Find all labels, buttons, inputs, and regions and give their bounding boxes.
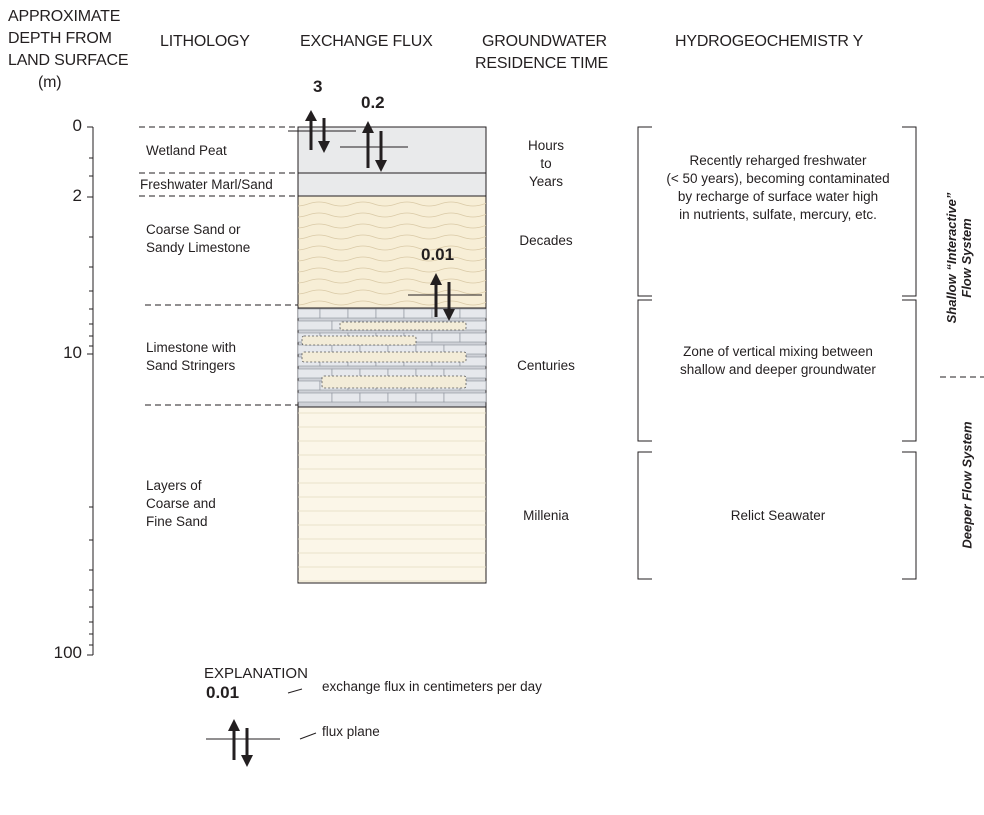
lith-freshwater-marl: Freshwater Marl/Sand [140,177,273,192]
lith-fine-line2: Coarse and [146,496,216,511]
flux-symbol-3 [288,110,356,153]
depth-label-2: 2 [72,186,82,205]
lith-fine-sand: Layers of Coarse and Fine Sand [146,477,216,531]
lithology-boundaries [139,126,298,406]
hydro-relict-seawater: Relict Seawater [730,508,826,523]
flow-shallow-line2: Flow System [959,218,974,298]
hydro-recent-freshwater: Recently reharged freshwater (< 50 years… [640,152,916,224]
lith-coarse-line1: Coarse Sand or [146,222,241,237]
residence-years: Years [528,174,564,189]
flux-value-3: 3 [313,77,323,96]
residence-hours: Hours [527,138,564,153]
lith-fine-line3: Fine Sand [146,514,208,529]
header-depth-line3: LAND SURFACE [8,52,129,69]
depth-label-10: 10 [63,343,82,362]
lith-coarse-sand: Coarse Sand or Sandy Limestone [146,221,250,257]
header-depth: APPROXIMATE DEPTH FROM LAND SURFACE (m) [8,6,128,94]
lith-fine-line1: Layers of [146,478,202,493]
hydro-recent-line4: in nutrients, sulfate, mercury, etc. [679,207,877,222]
hydro-recent-line2: (< 50 years), becoming contaminated [666,171,890,186]
hydro-brackets [637,126,917,580]
explanation-flux-value: 0.01 [206,683,240,702]
layer-limestone [297,307,487,408]
header-depth-line1: APPROXIMATE [8,8,121,25]
lith-limestone: Limestone with Sand Stringers [146,339,236,375]
depth-label-0: 0 [72,116,82,135]
residence-to: to [540,156,552,171]
layer-freshwater-marl [297,172,487,197]
explanation-plane-desc: flux plane [322,724,380,739]
sand-stringers [301,321,467,389]
header-residence-time: GROUNDWATER RESIDENCE TIME [475,31,608,75]
hydro-recent-line3: by recharge of surface water high [677,189,879,204]
lithology-column [297,126,487,584]
depth-axis [87,126,94,656]
flow-system-deeper: Deeper Flow System [959,421,975,549]
residence-hours-to-years: Hours to Years [506,137,586,191]
residence-decades: Decades [519,233,573,248]
explanation-flux-desc: exchange flux in centimeters per day [322,679,542,694]
explanation-symbols [206,688,317,767]
flux-symbol-0-01 [408,273,482,321]
lith-limestone-line1: Limestone with [146,340,237,355]
header-exchange-flux: EXCHANGE FLUX [300,33,433,50]
residence-centuries: Centuries [517,358,575,373]
flow-shallow-line1: Shallow “Interactive” [944,192,959,324]
flux-symbol-0-2 [340,121,408,172]
lith-limestone-line2: Sand Stringers [146,358,236,373]
lith-coarse-line2: Sandy Limestone [146,240,251,255]
residence-millenia: Millenia [523,508,569,523]
header-residence-line2: RESIDENCE TIME [475,55,608,72]
hydro-mixing-line1: Zone of vertical mixing between [683,344,873,359]
explanation-title: EXPLANATION [204,665,308,682]
depth-label-100: 100 [53,643,82,662]
header-depth-line2: DEPTH FROM [8,30,112,47]
flux-value-0-2: 0.2 [361,93,385,112]
hydro-vertical-mixing: Zone of vertical mixing between shallow … [640,343,916,379]
lith-wetland-peat: Wetland Peat [146,143,227,158]
header-lithology: LITHOLOGY [160,33,250,50]
flux-value-0-01: 0.01 [421,245,455,264]
hydro-mixing-line2: shallow and deeper groundwater [680,362,876,377]
flow-system-shallow: Shallow “Interactive” Flow System [944,193,974,324]
header-depth-unit: (m) [38,74,62,91]
layer-wetland-peat [297,126,487,174]
header-residence-line1: GROUNDWATER [482,33,607,50]
hydro-recent-line1: Recently reharged freshwater [689,153,867,168]
header-hydrogeochemistry: HYDROGEOCHEMISTR Y [675,33,864,50]
